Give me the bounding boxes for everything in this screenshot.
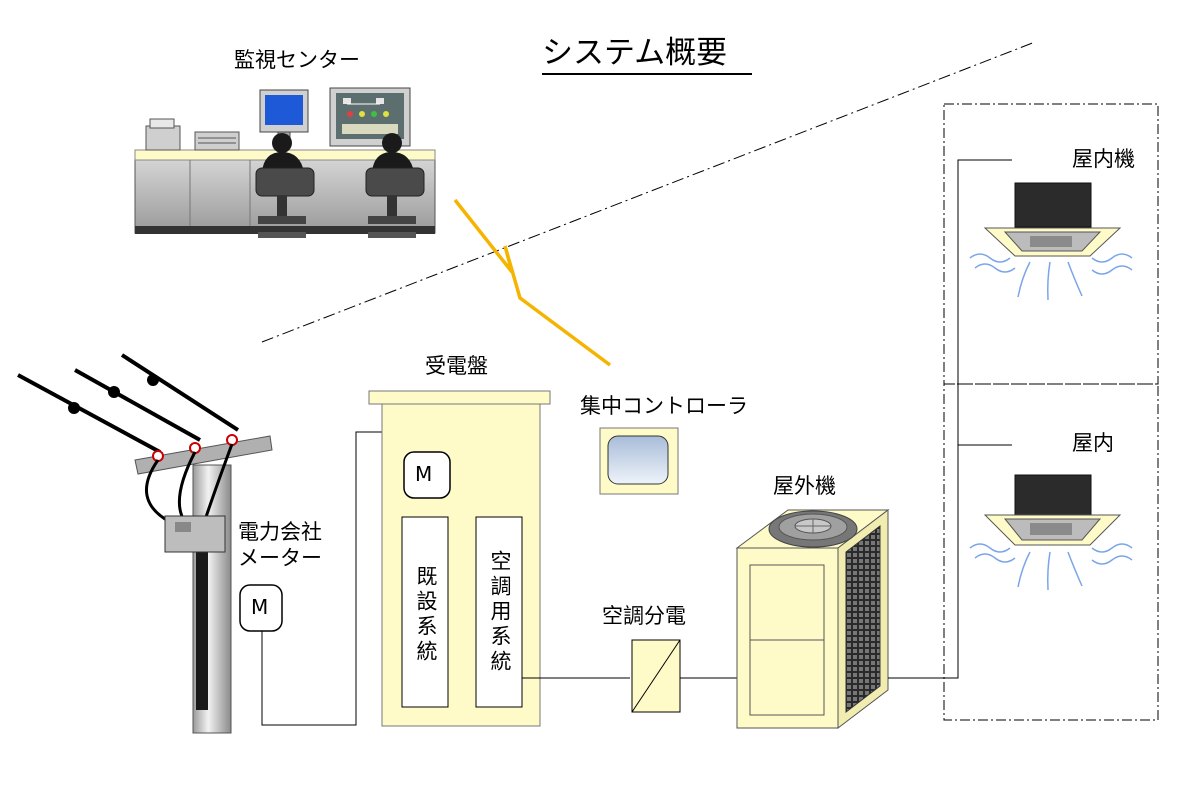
wireless-link-icon (453, 198, 612, 367)
power-meter-label-line2: メーター (238, 546, 322, 570)
indoor-unit-bottom-illustration (969, 474, 1133, 591)
monitoring-center-illustration (134, 87, 436, 238)
refrigerant-line (888, 159, 1012, 679)
ac-distribution-box (631, 639, 681, 713)
power-pole-illustration (17, 353, 273, 734)
indoor-zone-upper (943, 103, 1159, 385)
ac-system-box (475, 516, 523, 708)
existing-system-box (401, 516, 449, 708)
monitoring-center-label: 監視センター (234, 48, 360, 72)
indoor-unit-top-label: 屋内機 (1072, 147, 1135, 171)
indoor-zone-lower (943, 383, 1159, 721)
switchboard-meter-symbol: M (415, 462, 433, 486)
outdoor-unit-illustration (735, 508, 890, 730)
ac-system-label: 空調用系統 (488, 550, 512, 675)
central-controller-label: 集中コントローラ (580, 394, 748, 418)
power-meter-box (239, 584, 283, 632)
indoor-unit-top-illustration (969, 182, 1133, 301)
outdoor-unit-label: 屋外機 (773, 474, 836, 498)
power-meter-symbol: M (251, 595, 269, 619)
power-meter-label-line1: 電力会社 (238, 520, 322, 544)
network-boundary-line (261, 41, 1036, 343)
indoor-unit-bottom-label: 屋内 (1072, 431, 1114, 455)
switchboard-cabinet (368, 390, 551, 727)
switchboard-label: 受電盤 (425, 354, 488, 378)
ac-distribution-label: 空調分電 (602, 604, 686, 628)
central-controller-device (599, 427, 679, 495)
diagram-title: システム概要 (542, 35, 728, 71)
existing-system-label: 既設系統 (414, 565, 438, 665)
switchboard-meter-box (403, 451, 451, 499)
